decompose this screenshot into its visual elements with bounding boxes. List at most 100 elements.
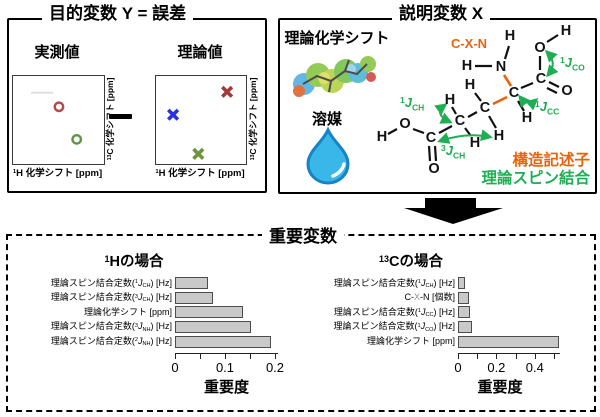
importance-row: 理論スピン結合定数(3JCH) [Hz] — [28, 291, 271, 306]
atom-label: H — [445, 92, 455, 108]
bond — [467, 111, 478, 118]
atom-label: H — [505, 28, 515, 44]
highlighted-bond — [492, 95, 508, 106]
h1-chart-title: 1Hの場合 — [54, 250, 214, 271]
text-segment: 理論スピン結合定数( — [333, 306, 418, 317]
theoretical-plot-xlabel: 1H 化学シフト [ppm] — [153, 165, 247, 179]
importance-bar — [458, 335, 559, 348]
text-segment: CH — [425, 282, 434, 289]
theoretical-plot-markers — [167, 85, 234, 160]
axis-tick-label: 0.2 — [265, 360, 285, 375]
importance-row: 理論化学シフト [ppm] — [28, 305, 271, 320]
importance-row: 理論スピン結合定数(1JCC) [Hz] — [320, 305, 559, 320]
importance-row: 理論スピン結合定数(3JNH) [Hz] — [28, 320, 271, 335]
x-axis-line — [175, 353, 278, 354]
atom-label: H — [462, 58, 472, 74]
text-segment: H 化学シフト [ppm] — [16, 168, 103, 179]
atom-label: C — [455, 113, 466, 129]
x-marker — [221, 85, 234, 98]
text-segment: CH — [142, 297, 151, 304]
bond — [433, 145, 438, 162]
text-segment: 1 — [104, 253, 110, 264]
axis-tick — [458, 354, 459, 359]
importance-bar — [175, 335, 271, 348]
text-segment: ) [Hz] — [433, 306, 456, 317]
importance-row: 理論スピン結合定数(1JCH) [Hz] — [28, 276, 271, 291]
importance-bar — [175, 321, 251, 334]
axis-tick — [275, 354, 276, 359]
text-segment: 2 — [134, 337, 138, 344]
atom-label: C — [480, 100, 491, 116]
molecular-surface-image — [293, 56, 376, 97]
bond — [520, 81, 534, 90]
text-segment: 理論スピン結合定数( — [50, 321, 135, 332]
bond — [503, 45, 511, 60]
importance-row-label: 理論スピン結合定数(1JCH) [Hz] — [28, 277, 172, 289]
importance-row-label: 理論化学シフト [ppm] — [28, 307, 172, 317]
importance-bar — [458, 291, 469, 304]
importance-bar — [458, 321, 473, 334]
importance-row: 理論スピン結合定数(1JCO) [Hz] — [320, 320, 559, 335]
text-segment: NH — [142, 341, 151, 348]
text-segment: ) [Hz] — [433, 277, 456, 288]
importance-row: C-X-N [個数] — [320, 291, 559, 306]
atom-label: H — [377, 129, 387, 145]
axis-tick — [554, 354, 555, 359]
cxn-label: C-X-N — [450, 36, 488, 51]
axis-tick — [496, 354, 498, 359]
bond — [548, 81, 560, 88]
theoretical-spin-coupling-label: 理論スピン結合 — [481, 170, 590, 187]
measured-heading: 実測値 — [34, 44, 80, 61]
axis-tick-label: 0.2 — [487, 360, 506, 375]
j-coupling-label: 1JCO — [560, 55, 585, 73]
measured-plot — [12, 75, 105, 165]
axis-tick-label: 0.1 — [215, 360, 235, 375]
importance-bar — [175, 277, 208, 290]
text-segment: 理論スピン結合定数( — [333, 277, 418, 288]
atom-label: O — [399, 116, 410, 132]
text-segment: J — [420, 277, 426, 288]
text-segment: 1 — [417, 279, 421, 285]
theoretical-chemshift-label: 理論化学シフト — [284, 30, 390, 47]
c13-chart-xlabel: 重要度 — [477, 379, 523, 396]
axis-tick — [477, 354, 479, 359]
axis-tick — [225, 354, 226, 359]
x-marker — [167, 108, 180, 121]
text-segment: J — [137, 277, 143, 288]
j-coupling-label: 1JCH — [400, 95, 424, 113]
axis-tick-label: 0 — [171, 360, 179, 375]
bond — [488, 115, 497, 129]
text-segment: Cの場合 — [389, 254, 443, 270]
text-segment: CH — [142, 282, 151, 289]
axis-tick-label: 0.4 — [525, 360, 544, 375]
text-segment: X — [413, 292, 420, 303]
axis-tick — [175, 354, 176, 359]
atom-label: H — [561, 23, 571, 39]
text-segment: J — [137, 335, 143, 346]
text-segment: 1 — [134, 279, 138, 285]
structure-descriptor-label: 構造記述子 — [512, 152, 590, 169]
text-segment: NH — [142, 326, 151, 333]
bond — [427, 145, 432, 162]
text-segment: CC — [425, 312, 434, 319]
text-segment: J — [137, 292, 143, 303]
coupling-arrow — [434, 103, 453, 124]
importance-row: 理論スピン結合定数(2JNH) [Hz] — [28, 334, 271, 349]
c13-chart-rows: 理論スピン結合定数(1JCH) [Hz]C-X-N [個数]理論スピン結合定数(… — [320, 276, 559, 349]
atom-label: N — [496, 59, 506, 75]
theoretical-plot — [155, 75, 247, 165]
bond — [546, 87, 558, 94]
text-segment: 理論スピン結合定数( — [50, 335, 135, 346]
text-segment: C- — [404, 292, 414, 303]
measured-plot-xlabel: 1H 化学シフト [ppm] — [10, 165, 105, 179]
importance-row-label: 理論スピン結合定数(3JCH) [Hz] — [28, 292, 172, 304]
theoretical-plot-ylabel: 13C 化学シフト [ppm] — [247, 75, 259, 163]
objective-panel-title: 目的変数 Y = 誤差 — [42, 4, 194, 25]
ring-marker — [53, 101, 65, 113]
text-segment: J — [137, 321, 143, 332]
text-segment: ) [Hz] — [150, 335, 173, 346]
importance-bar — [458, 306, 471, 319]
down-arrow-icon — [404, 198, 503, 224]
